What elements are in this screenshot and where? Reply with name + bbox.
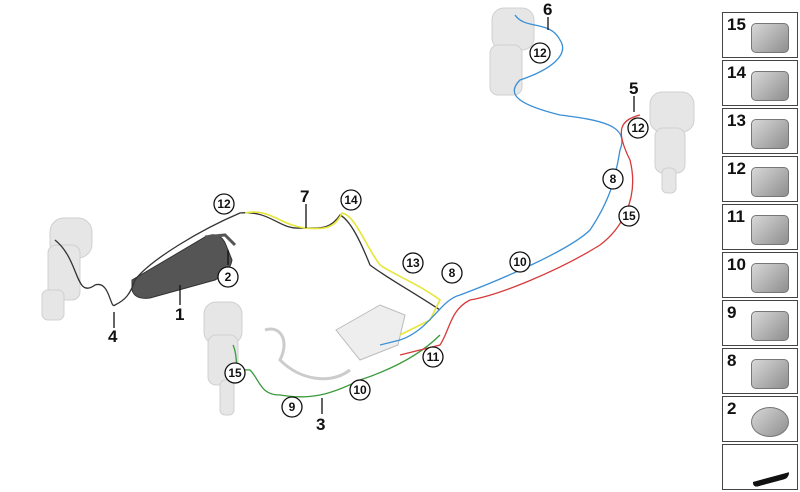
callout-15: 15 bbox=[224, 362, 246, 384]
part-label-7: 7 bbox=[300, 187, 309, 206]
svg-text:10: 10 bbox=[513, 255, 527, 269]
svg-text:10: 10 bbox=[353, 383, 367, 397]
legend-item-12[interactable]: 12 bbox=[722, 156, 798, 202]
strut-rear-left bbox=[41, 217, 93, 321]
svg-text:15: 15 bbox=[622, 209, 636, 223]
multi-clip-icon bbox=[751, 215, 789, 245]
parts-legend: 15 14 13 12 11 10 9 8 2 bbox=[722, 12, 798, 492]
callout-2: 2 bbox=[217, 266, 239, 288]
svg-text:12: 12 bbox=[533, 46, 547, 60]
pipe-clamp-icon bbox=[751, 311, 789, 341]
twin-clip-icon bbox=[751, 119, 789, 149]
legend-item-13[interactable]: 13 bbox=[722, 108, 798, 154]
svg-text:11: 11 bbox=[427, 350, 440, 364]
valve-block bbox=[264, 304, 406, 381]
svg-text:8: 8 bbox=[449, 266, 456, 280]
svg-text:8: 8 bbox=[610, 172, 617, 186]
callout-13: 13 bbox=[402, 252, 424, 274]
legend-item-assembly[interactable] bbox=[722, 444, 798, 490]
legend-item-2[interactable]: 2 bbox=[722, 396, 798, 442]
legend-item-10[interactable]: 10 bbox=[722, 252, 798, 298]
part-label-3: 3 bbox=[316, 415, 325, 434]
part-label-4: 4 bbox=[108, 327, 118, 346]
callout-14: 14 bbox=[340, 189, 362, 211]
legend-item-8[interactable]: 8 bbox=[722, 348, 798, 394]
callout-11: 11 bbox=[422, 346, 444, 368]
legend-item-14[interactable]: 14 bbox=[722, 60, 798, 106]
flange-nut-icon bbox=[751, 407, 789, 437]
legend-item-15[interactable]: 15 bbox=[722, 12, 798, 58]
part-label-1: 1 bbox=[175, 305, 184, 324]
callout-9: 9 bbox=[281, 396, 303, 418]
strut-rear-right bbox=[489, 7, 535, 96]
holder-clip-icon bbox=[751, 167, 789, 197]
clip-with-screw-icon bbox=[751, 23, 789, 53]
svg-text:15: 15 bbox=[228, 366, 242, 380]
callout-15: 15 bbox=[618, 205, 640, 227]
callout-12: 12 bbox=[627, 117, 649, 139]
svg-text:12: 12 bbox=[217, 197, 231, 211]
strut-front-left bbox=[203, 301, 243, 416]
callout-12: 12 bbox=[213, 193, 235, 215]
svg-text:12: 12 bbox=[631, 121, 645, 135]
svg-text:9: 9 bbox=[289, 400, 296, 414]
strut-front-right bbox=[649, 91, 695, 194]
air-suspension-diagram: 1 4 3 7 6 5 12 12 8 15 12 14 13 8 10 2 1… bbox=[41, 0, 695, 434]
part-label-5: 5 bbox=[629, 79, 638, 98]
double-clip-icon bbox=[751, 71, 789, 101]
callout-8: 8 bbox=[602, 168, 624, 190]
svg-text:13: 13 bbox=[406, 256, 420, 270]
svg-text:2: 2 bbox=[225, 270, 232, 284]
clip-icon bbox=[751, 359, 789, 389]
part-label-6: 6 bbox=[543, 0, 552, 19]
callout-10: 10 bbox=[349, 379, 371, 401]
callout-10: 10 bbox=[509, 251, 531, 273]
legend-item-11[interactable]: 11 bbox=[722, 204, 798, 250]
callout-12: 12 bbox=[529, 42, 551, 64]
callout-8: 8 bbox=[441, 262, 463, 284]
quad-clip-icon bbox=[751, 263, 789, 293]
assembly-icon bbox=[753, 458, 789, 488]
svg-text:14: 14 bbox=[344, 193, 358, 207]
legend-item-9[interactable]: 9 bbox=[722, 300, 798, 346]
